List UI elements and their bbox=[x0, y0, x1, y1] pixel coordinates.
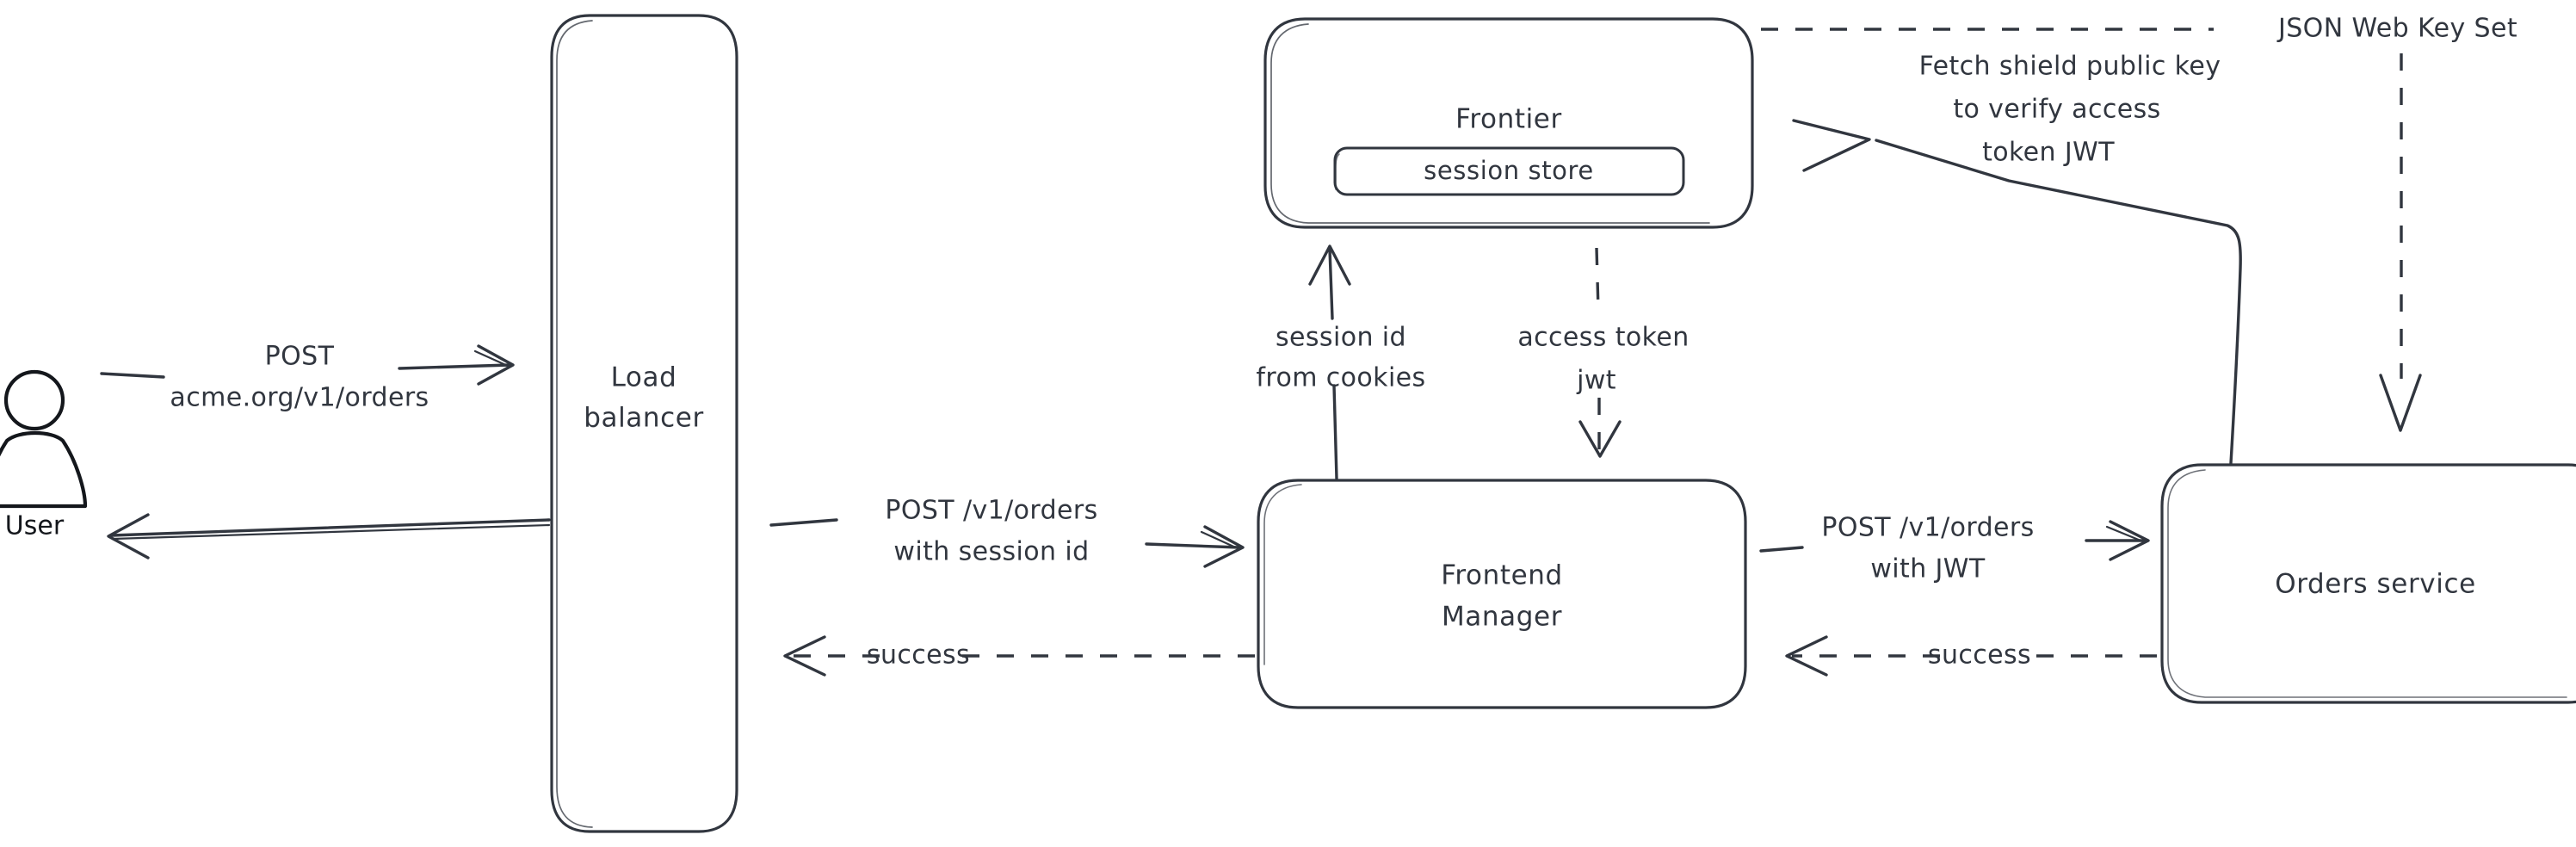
edge-frontier-to-frontend-manager: access token jwt bbox=[1517, 247, 1689, 458]
edge-label-fetch-key-line2: to verify access bbox=[1953, 95, 2160, 125]
load-balancer-label-line1: Load bbox=[611, 362, 677, 393]
edge-user-to-load-balancer: POST acme.org/v1/orders bbox=[100, 342, 515, 413]
edge-label-orders-fm-success: success bbox=[1928, 640, 2031, 671]
frontend-manager-label-line1: Frontend bbox=[1441, 560, 1563, 591]
node-session-store[interactable]: session store bbox=[1333, 146, 1685, 196]
edge-label-lb-fm-line1: POST /v1/orders bbox=[885, 496, 1097, 526]
node-frontier[interactable]: Frontier session store bbox=[1263, 17, 1754, 229]
load-balancer-label-line2: balancer bbox=[584, 403, 704, 434]
edge-frontier-to-orders-service: JSON Web Key Set bbox=[1761, 14, 2517, 432]
person-icon bbox=[0, 369, 88, 509]
edge-frontend-manager-to-orders-service: POST /v1/orders with JWT bbox=[1759, 513, 2150, 584]
edge-label-session-id-line1: session id bbox=[1276, 323, 1406, 353]
edge-label-fm-orders-line2: with JWT bbox=[1870, 554, 1985, 584]
edge-label-jwks: JSON Web Key Set bbox=[2276, 14, 2517, 44]
orders-service-label: Orders service bbox=[2275, 569, 2476, 600]
edge-label-user-post-line2: acme.org/v1/orders bbox=[170, 383, 429, 413]
edge-label-user-post-line1: POST bbox=[265, 342, 335, 372]
edge-label-fetch-key-line1: Fetch shield public key bbox=[1919, 52, 2221, 82]
edge-label-access-token-line2: jwt bbox=[1576, 366, 1616, 396]
edge-label-fetch-key-line3: token JWT bbox=[1982, 138, 2115, 168]
edge-orders-service-to-frontend-manager: success bbox=[1785, 635, 2157, 677]
edge-label-lb-fm-line2: with session id bbox=[893, 537, 1089, 567]
edge-frontend-manager-to-load-balancer: success bbox=[783, 635, 1255, 677]
edge-label-session-id-line2: from cookies bbox=[1256, 363, 1425, 393]
node-orders-service[interactable]: Orders service bbox=[2160, 463, 2576, 704]
frontend-manager-label-line2: Manager bbox=[1442, 602, 1562, 633]
user-actor: User bbox=[0, 369, 88, 541]
frontier-label: Frontier bbox=[1455, 104, 1562, 135]
user-label: User bbox=[5, 511, 65, 541]
edge-label-fm-lb-success: success bbox=[867, 640, 970, 671]
session-store-label: session store bbox=[1424, 156, 1594, 185]
edge-label-access-token-line1: access token bbox=[1517, 323, 1689, 353]
node-load-balancer[interactable]: Load balancer bbox=[550, 14, 738, 833]
edge-orders-service-to-frontier: Fetch shield public key to verify access… bbox=[1792, 52, 2242, 465]
edge-load-balancer-to-frontend-manager: POST /v1/orders with session id bbox=[769, 496, 1245, 568]
edge-frontend-manager-to-frontier: session id from cookies bbox=[1256, 244, 1425, 480]
node-frontend-manager[interactable]: Frontend Manager bbox=[1257, 479, 1747, 709]
edge-load-balancer-to-user bbox=[107, 513, 551, 560]
edge-label-fm-orders-line1: POST /v1/orders bbox=[1821, 513, 2034, 543]
